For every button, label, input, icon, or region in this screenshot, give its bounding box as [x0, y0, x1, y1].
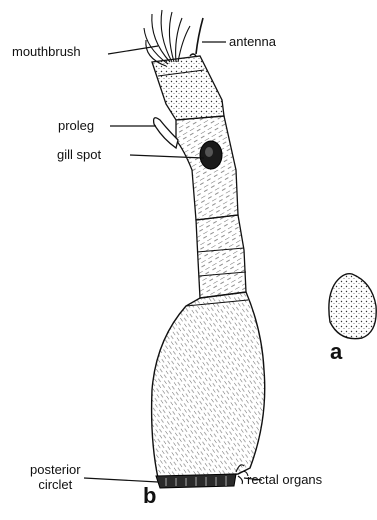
panel-letter-a: a: [330, 340, 342, 364]
proleg-shape: [154, 118, 178, 148]
head-capsule: [152, 56, 224, 120]
label-gill-spot: gill spot: [57, 147, 101, 162]
label-posterior-circlet-line2: circlet: [30, 477, 81, 492]
leader-posterior-circlet: [84, 478, 158, 482]
abdominal-segments: [196, 215, 246, 298]
egg-shape: [329, 274, 376, 339]
posterior-abdomen: [152, 292, 265, 478]
label-mouthbrush: mouthbrush: [12, 44, 81, 59]
antenna-shape: [196, 18, 203, 54]
label-posterior-circlet: posterior circlet: [30, 462, 81, 492]
panel-letter-b: b: [143, 484, 156, 508]
label-posterior-circlet-line1: posterior: [30, 462, 81, 477]
label-proleg: proleg: [58, 118, 94, 133]
egg: [329, 274, 376, 339]
larva-body: [144, 10, 265, 488]
label-rectal-organs: rectal organs: [247, 472, 322, 487]
label-antenna: antenna: [229, 34, 276, 49]
leader-mouthbrush: [108, 46, 158, 54]
